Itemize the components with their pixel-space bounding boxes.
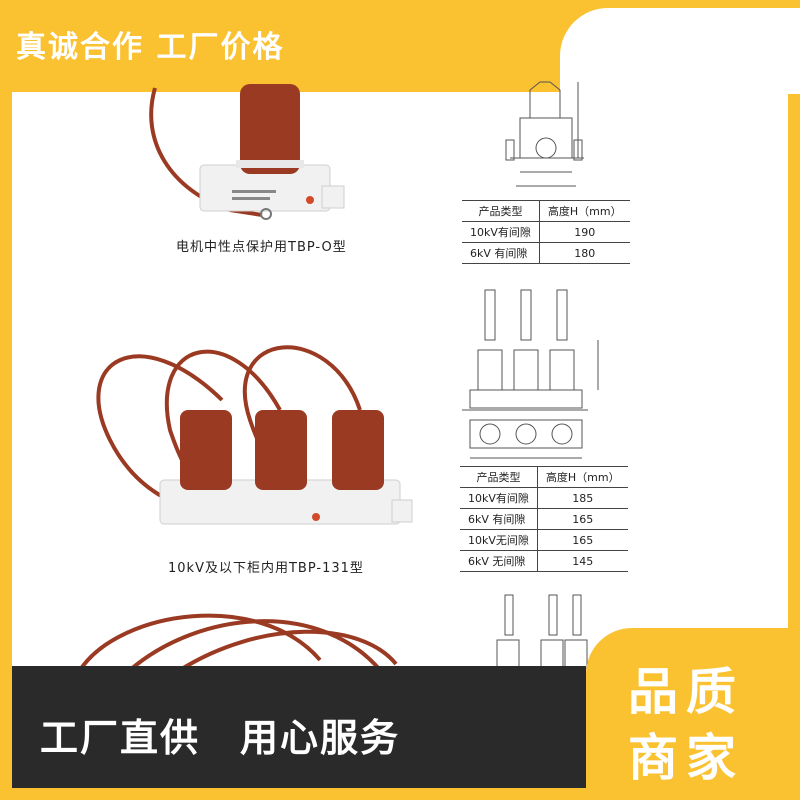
table-row: 6kV 有间隙 180 bbox=[462, 242, 630, 264]
table-cell: 185 bbox=[536, 487, 628, 509]
table-row: 10kV无间隙 165 bbox=[460, 529, 628, 551]
product-2-arrester bbox=[96, 345, 413, 525]
product-1-arrester bbox=[149, 84, 345, 220]
table-row: 6kV 有间隙 165 bbox=[460, 508, 628, 530]
product-3-dimension-drawing bbox=[496, 594, 588, 669]
table-header-cell: 产品类型 bbox=[462, 200, 540, 222]
table-cell: 165 bbox=[536, 529, 628, 551]
table-header-cell: 高度H（mm） bbox=[538, 200, 630, 222]
footer-slogan: 工厂直供 用心服务 bbox=[40, 716, 401, 760]
table-cell: 6kV 无间隙 bbox=[460, 550, 538, 572]
table-header-row: 产品类型 高度H（mm） bbox=[462, 200, 630, 222]
top-slogan: 真诚合作 工厂价格 bbox=[16, 30, 285, 65]
table-header-row: 产品类型 高度H（mm） bbox=[460, 466, 628, 488]
product-1-dimension-drawing bbox=[505, 81, 584, 187]
table-cell: 6kV 有间隙 bbox=[460, 508, 538, 530]
product-2-spec-table: 产品类型 高度H（mm） 10kV有间隙 185 6kV 有间隙 165 10k… bbox=[460, 466, 628, 572]
table-header-cell: 产品类型 bbox=[460, 466, 538, 488]
product-2-dimension-drawing bbox=[462, 289, 599, 459]
table-cell: 145 bbox=[536, 550, 628, 572]
table-cell: 165 bbox=[536, 508, 628, 530]
table-cell: 180 bbox=[538, 242, 630, 264]
badge-line-2: 商家 bbox=[628, 729, 744, 787]
product-1-spec-table: 产品类型 高度H（mm） 10kV有间隙 190 6kV 有间隙 180 bbox=[462, 200, 630, 264]
table-cell: 10kV有间隙 bbox=[460, 487, 538, 509]
top-banner bbox=[0, 0, 612, 92]
table-cell: 10kV有间隙 bbox=[462, 221, 540, 243]
top-banner-notch bbox=[560, 8, 800, 94]
badge-line-1: 品质 bbox=[628, 663, 744, 721]
table-row: 6kV 无间隙 145 bbox=[460, 550, 628, 572]
footer-bar bbox=[12, 666, 586, 788]
product-2-caption: 10kV及以下柜内用TBP-131型 bbox=[168, 561, 364, 576]
product-3-arrester bbox=[78, 613, 398, 672]
table-row: 10kV有间隙 185 bbox=[460, 487, 628, 509]
table-cell: 6kV 有间隙 bbox=[462, 242, 540, 264]
table-cell: 190 bbox=[538, 221, 630, 243]
quality-badge bbox=[586, 628, 800, 800]
table-row: 10kV有间隙 190 bbox=[462, 221, 630, 243]
product-1-caption: 电机中性点保护用TBP-O型 bbox=[176, 240, 347, 255]
table-header-cell: 高度H（mm） bbox=[536, 466, 628, 488]
table-cell: 10kV无间隙 bbox=[460, 529, 538, 551]
